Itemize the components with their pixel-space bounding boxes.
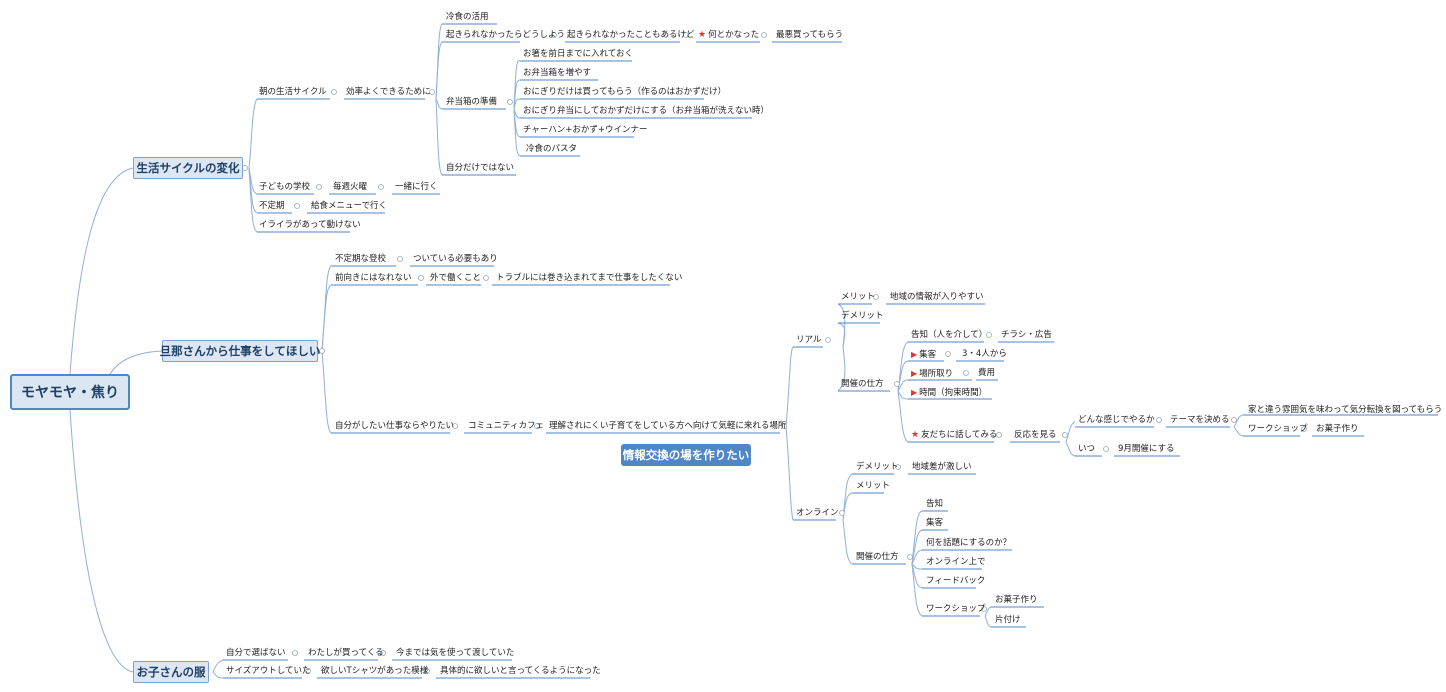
node-go-together[interactable]: 一緒に行く [395,182,438,192]
node-online-howto[interactable]: 開催の仕方 [856,552,899,562]
node-real-notice[interactable]: 告知（人を介して） [911,330,988,340]
node-work-outside[interactable]: 外で働くこと [430,273,482,283]
node-size-out[interactable]: サイズアウトしていた [226,666,311,676]
node-want-work[interactable]: 自分がしたい仕事ならやりたい [335,421,455,431]
node-cant-wake[interactable]: 起きられなかったらどうしよう [446,30,566,40]
flag-icon: ▶ [911,369,918,378]
node-lb-item[interactable]: お弁当箱を増やす [523,68,592,78]
node-trouble[interactable]: トラブルには巻き込まれてまで仕事をしたくない [496,273,683,283]
node-real-friends[interactable]: ★友だちに話してみる [911,430,998,440]
node-online-workshop[interactable]: ワークショップ [926,604,986,614]
node-lunchbox-prep[interactable]: 弁当箱の準備 [446,97,498,107]
node-irregular[interactable]: 不定期 [259,201,285,211]
node-lb-item[interactable]: 冷食のパスタ [526,144,578,154]
flag-icon: ▶ [911,350,918,359]
node-real-sweets[interactable]: お菓子作り [1316,424,1359,434]
node-online-item[interactable]: 何を話題にするのか？ [926,538,1012,548]
node-not-positive[interactable]: 前向きにはなれない [335,273,412,283]
node-not-only-me[interactable]: 自分だけではない [446,163,515,173]
node-lunch-menu[interactable]: 給食メニューで行く [311,201,387,211]
node-sometimes-overslept[interactable]: 起きられなかったこともあるけど [567,30,695,40]
flag-icon: ▶ [911,388,918,397]
node-online-demerit-value[interactable]: 地域差が激しい [912,462,972,472]
node-irregular-school[interactable]: 不定期な登校 [335,254,387,264]
node-managed[interactable]: ★何とかなった [698,30,760,40]
node-real-merit[interactable]: メリット [841,292,876,302]
node-i-buy[interactable]: わたしが買ってくる [308,648,384,658]
node-real-feeling[interactable]: どんな感じでやるか [1078,415,1155,425]
node-real-flyer[interactable]: チラシ・広告 [1001,330,1052,340]
callout-info-exchange[interactable]: 情報交換の場を作りたい [621,444,751,466]
node-efficient[interactable]: 効率よくできるために [346,87,431,97]
node-until-now[interactable]: 今までは気を使って渡していた [396,648,515,658]
node-online-merit[interactable]: メリット [856,481,891,491]
node-community-cafe[interactable]: コミュニティカフェ [468,421,544,431]
node-online-item[interactable]: 集客 [926,518,944,528]
node-lb-item[interactable]: お箸を前日までに入れておく [523,49,633,59]
node-real-atmosphere[interactable]: 家と違う雰囲気を味わって気分転換を図ってもらう [1248,405,1443,415]
node-real-venue[interactable]: ▶場所取り [911,369,954,379]
node-every-tuesday[interactable]: 毎週火曜 [333,182,368,192]
node-real-gather[interactable]: ▶集客 [911,350,937,360]
star-icon: ★ [698,30,707,40]
node-must-attend[interactable]: ついている必要もあり [413,254,498,264]
node-morning-cycle[interactable]: 朝の生活サイクル [259,87,327,97]
node-online-ws-item[interactable]: お菓子作り [995,595,1038,605]
node-real-reaction[interactable]: 反応を見る [1014,430,1057,440]
topic-lifecycle-change[interactable]: 生活サイクルの変化 [133,157,243,179]
node-lb-item[interactable]: おにぎりだけは買ってもらう（作るのはおかずだけ） [523,87,727,97]
node-wanted-shirt[interactable]: 欲しいTシャツがあった模様 [321,666,429,676]
node-real-merit-value[interactable]: 地域の情報が入りやすい [890,292,984,302]
node-real-when[interactable]: いつ [1078,444,1096,454]
node-kids-school[interactable]: 子どもの学校 [259,182,311,192]
node-online-demerit[interactable]: デメリット [856,462,899,472]
central-topic[interactable]: モヤモヤ・焦り [10,374,130,410]
node-online[interactable]: オンライン [796,508,839,518]
node-real-theme[interactable]: テーマを決める [1170,415,1230,425]
node-casual-place[interactable]: 理解されにくい子育てをしている方へ向けて気軽に来れる場所 [549,421,787,431]
node-specific-request[interactable]: 具体的に欲しいと言ってくるようになった [440,666,601,676]
topic-kids-clothes[interactable]: お子さんの服 [133,661,209,683]
node-lb-item[interactable]: おにぎり弁当にしておかずだけにする（お弁当箱が洗えない時） [523,106,769,116]
star-icon: ★ [911,430,920,440]
node-online-item[interactable]: フィードバック [926,576,986,586]
node-real-demerit[interactable]: デメリット [841,311,884,321]
node-real-time[interactable]: ▶時間（拘束時間） [911,388,988,398]
topic-husband-work[interactable]: 旦那さんから仕事をしてほしい [160,340,320,362]
node-online-item[interactable]: オンライン上で [926,557,986,567]
node-online-ws-item[interactable]: 片付け [995,615,1021,625]
node-real[interactable]: リアル [796,335,822,345]
node-real-cost[interactable]: 費用 [978,368,996,378]
node-real-september[interactable]: 9月開催にする [1118,444,1175,454]
node-online-item[interactable]: 告知 [926,499,944,509]
node-irritated[interactable]: イライラがあって動けない [259,220,361,230]
node-real-people[interactable]: 3・4人から [962,349,1007,359]
node-worst-case[interactable]: 最悪買ってもらう [776,30,844,40]
node-real-howto[interactable]: 開催の仕方 [841,379,884,389]
node-real-workshop[interactable]: ワークショップ [1248,424,1308,434]
node-frozen-food[interactable]: 冷食の活用 [446,12,489,22]
node-cant-choose[interactable]: 自分で選ばない [226,648,286,658]
node-lb-item[interactable]: チャーハン+おかず+ウインナー [523,125,648,135]
